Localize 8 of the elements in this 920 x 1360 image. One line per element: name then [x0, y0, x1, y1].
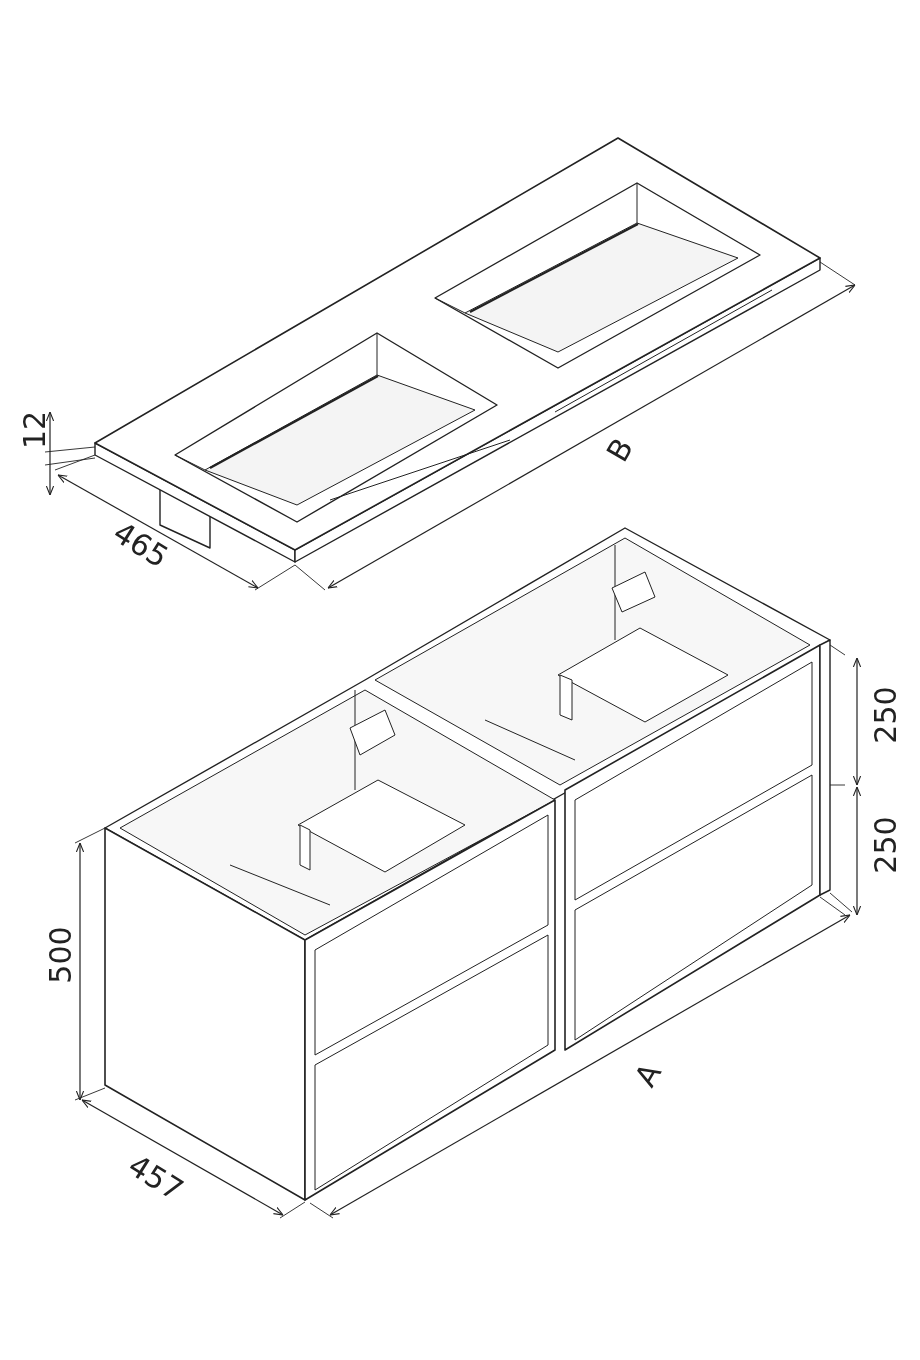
dimension-label: 250	[870, 686, 901, 744]
dimension-label: 500	[45, 926, 76, 984]
dimension-label: 250	[870, 816, 901, 874]
dimension-label: 12	[20, 410, 51, 450]
dimension-label: 465	[107, 517, 173, 573]
dimension-label: 457	[122, 1150, 188, 1206]
dimension-label: B	[601, 433, 638, 467]
dimension-label: A	[629, 1058, 666, 1092]
